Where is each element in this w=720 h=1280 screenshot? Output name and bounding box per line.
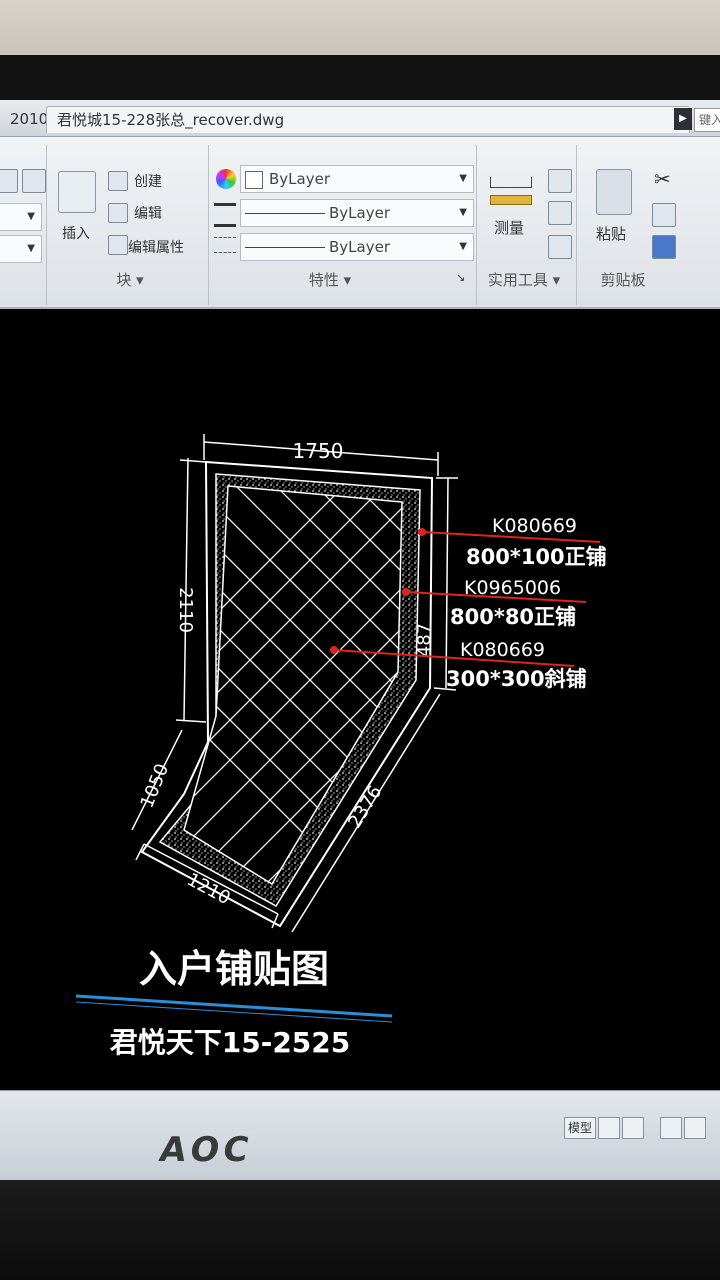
lineweight-combo[interactable]: ByLayer ▼ <box>240 233 474 261</box>
zoom-icon[interactable] <box>660 1117 682 1139</box>
model-tab[interactable]: 模型 <box>564 1117 596 1139</box>
panel-separator <box>208 145 209 305</box>
panel-separator <box>476 145 477 305</box>
copy-icon[interactable] <box>652 203 676 227</box>
drawing-svg: 1750 2110 487 1050 1210 2376 K080669 800… <box>75 434 607 1059</box>
dim-lower-left: 1050 <box>137 761 174 811</box>
edit-block-button[interactable]: 编辑 <box>134 206 162 222</box>
properties-panel-label[interactable]: 特性 ▾ <box>308 271 352 289</box>
monitor-chin <box>0 1180 720 1280</box>
utilities-panel-label[interactable]: 实用工具 ▾ <box>487 271 561 289</box>
line-sample <box>245 247 325 248</box>
ribbon: ▼ ▼ 插入 创建 编辑 编辑属性 块 ▾ ByLayer ▼ ByLayer … <box>0 137 720 309</box>
title-bar: 2010 君悦城15-228张总_recover.dwg ▶ 键入 <box>0 100 720 137</box>
select-similar-icon[interactable] <box>548 201 572 225</box>
outer-wall-outline <box>140 460 434 928</box>
screen: 2010 君悦城15-228张总_recover.dwg ▶ 键入 ▼ ▼ 插入… <box>0 100 720 1180</box>
panel-separator <box>576 145 577 305</box>
measure-ruler-icon[interactable] <box>490 177 532 188</box>
drawing-canvas[interactable]: 1750 2110 487 1050 1210 2376 K080669 800… <box>0 310 720 1090</box>
paste-button[interactable]: 粘贴 <box>596 225 627 243</box>
quick-select-icon[interactable] <box>548 169 572 193</box>
edit-attributes-button[interactable]: 编辑属性 <box>128 240 184 256</box>
monitor-brand-logo: AOC <box>156 1130 256 1170</box>
linetype-value: ByLayer <box>329 204 390 222</box>
linetype-combo[interactable]: ByLayer ▼ <box>240 199 474 227</box>
title-underline-thin <box>75 1001 393 1023</box>
title-underline <box>75 994 393 1018</box>
tile-field <box>183 485 403 886</box>
leader-lines <box>333 531 601 667</box>
play-arrow-icon[interactable]: ▶ <box>674 108 692 130</box>
create-block-button[interactable]: 创建 <box>134 174 162 190</box>
insert-block-icon[interactable] <box>58 171 96 213</box>
paste-icon[interactable] <box>596 169 632 215</box>
drawing-subtitle: 君悦天下15-2525 <box>110 1026 351 1059</box>
version-tab[interactable]: 2010 <box>10 110 49 128</box>
create-block-icon <box>108 171 128 191</box>
status-bar: 模型 <box>0 1090 720 1180</box>
layer-combo[interactable]: ▼ <box>0 203 42 231</box>
dim-top-width: 1750 <box>293 439 344 463</box>
file-tab[interactable]: 君悦城15-228张总_recover.dwg <box>46 106 690 133</box>
layer-tool-icon[interactable] <box>0 169 18 193</box>
line-sample <box>245 213 325 214</box>
callout-spec-2: 800*80正铺 <box>450 605 576 629</box>
callout-code-3: K080669 <box>460 639 545 661</box>
color-swatch <box>245 170 263 189</box>
layout-icon-2[interactable] <box>622 1117 644 1139</box>
lineweight-icon <box>214 237 236 253</box>
callout-code-2: K0965006 <box>464 577 561 599</box>
panel-separator <box>46 145 47 305</box>
calculator-icon[interactable] <box>548 235 572 259</box>
layer-combo-2[interactable]: ▼ <box>0 235 42 263</box>
lineweight-value: ByLayer <box>329 238 390 256</box>
insert-button[interactable]: 插入 <box>62 226 90 242</box>
callout-code-1: K080669 <box>492 515 577 537</box>
drawing-title: 入户铺贴图 <box>139 947 329 991</box>
block-panel-label[interactable]: 块 ▾ <box>116 271 144 289</box>
leader-point <box>330 646 338 654</box>
linetype-icon <box>214 203 236 227</box>
dimension-lines <box>131 434 458 933</box>
callout-spec-1: 800*100正铺 <box>466 545 607 569</box>
cut-icon[interactable]: ✂ <box>654 167 671 191</box>
annotation-icon[interactable] <box>684 1117 706 1139</box>
callout-spec-3: 300*300斜铺 <box>446 667 587 691</box>
measure-button[interactable]: 测量 <box>494 219 525 237</box>
leader-point <box>418 528 426 536</box>
dialog-launcher-icon[interactable]: ↘ <box>456 271 466 284</box>
edit-block-icon <box>108 203 128 223</box>
dim-right-short: 487 <box>414 623 435 657</box>
layout-icon[interactable] <box>598 1117 620 1139</box>
dim-diagonal-right: 2376 <box>344 782 386 832</box>
color-wheel-icon <box>216 169 236 189</box>
dim-left-height: 2110 <box>175 587 196 633</box>
color-value: ByLayer <box>269 170 330 188</box>
layer-tool-icon-2[interactable] <box>22 169 46 193</box>
color-combo[interactable]: ByLayer ▼ <box>240 165 474 193</box>
edit-attributes-icon <box>108 235 128 255</box>
match-properties-icon[interactable] <box>652 235 676 259</box>
ruler-bar <box>490 195 532 205</box>
clipboard-panel-label[interactable]: 剪贴板 <box>600 271 646 289</box>
search-input[interactable]: 键入 <box>694 108 720 132</box>
leader-point <box>402 588 410 596</box>
